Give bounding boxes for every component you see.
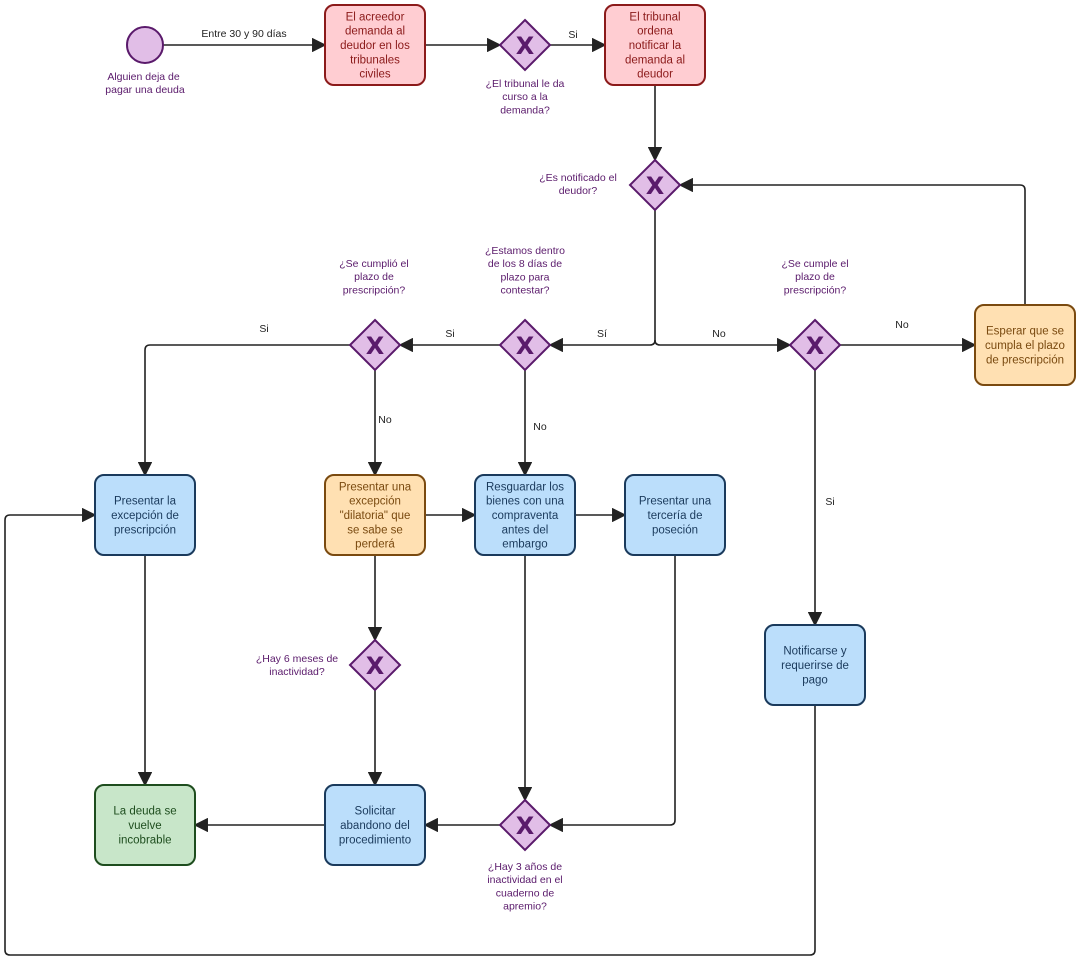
edge-label-si-curso: Si: [568, 29, 577, 41]
esperar-box: [974, 304, 1076, 386]
edge-notificado-to-cumple: [654, 337, 792, 353]
notificarse-box: [764, 624, 866, 706]
edge-label-si-prescripcion: Si: [259, 323, 268, 335]
edge-labels: Entre 30 y 90 días Si Si Si Sí No No Si …: [201, 28, 908, 508]
terceria-box: [624, 474, 726, 556]
gateway-diamond: [498, 18, 552, 72]
tribunal-notificar-box: [604, 4, 706, 86]
exclusive-gateway-icon: X: [806, 332, 825, 360]
edge-label-no-prescripcion: No: [378, 414, 392, 426]
gateway-diamond: [348, 318, 402, 372]
edge-terceria-to-tres: [548, 555, 676, 833]
edge-label-si-ocho: Si: [445, 328, 454, 340]
edge-cumplio-to-excepcion: [137, 344, 350, 477]
start-event: Alguien deja de pagar una deuda: [105, 26, 185, 96]
presentar-dilatoria-box: [324, 474, 426, 556]
exclusive-gateway-icon: X: [516, 332, 535, 360]
exclusive-gateway-icon: X: [366, 332, 385, 360]
edge-label-si-plazo-cumple: Si: [825, 496, 834, 508]
edge-label-entre-30-90: Entre 30 y 90 días: [201, 28, 286, 40]
acreedor-box: [324, 4, 426, 86]
abandono-box: [324, 784, 426, 866]
start-event-label: Alguien deja de pagar una deuda: [105, 71, 185, 96]
exclusive-gateway-icon: X: [516, 32, 535, 60]
exclusive-gateway-icon: X: [516, 812, 535, 840]
gateway-diamond: [628, 158, 682, 212]
edge-label-no-ocho: No: [533, 421, 547, 433]
edge-label-si-notificado: Sí: [597, 328, 607, 340]
gateway-diamond: [498, 318, 552, 372]
edges: [4, 37, 1026, 956]
gateway-diamond: [348, 638, 402, 692]
resguardar-box: [474, 474, 576, 556]
edge-esperar-to-notificado: [678, 177, 1026, 305]
presentar-excepcion-prescripcion-box: [94, 474, 196, 556]
start-event-circle: [126, 26, 164, 64]
edge-notificado-to-ocho: [548, 210, 656, 353]
edge-label-no-plazo-cumple: No: [895, 319, 909, 331]
exclusive-gateway-icon: X: [366, 652, 385, 680]
gateway-diamond: [498, 798, 552, 852]
incobrable-box: [94, 784, 196, 866]
edge-label-no-notificado: No: [712, 328, 726, 340]
gateway-diamond: [788, 318, 842, 372]
exclusive-gateway-icon: X: [646, 172, 665, 200]
edge-notificarse-to-excepcion: [4, 507, 816, 956]
